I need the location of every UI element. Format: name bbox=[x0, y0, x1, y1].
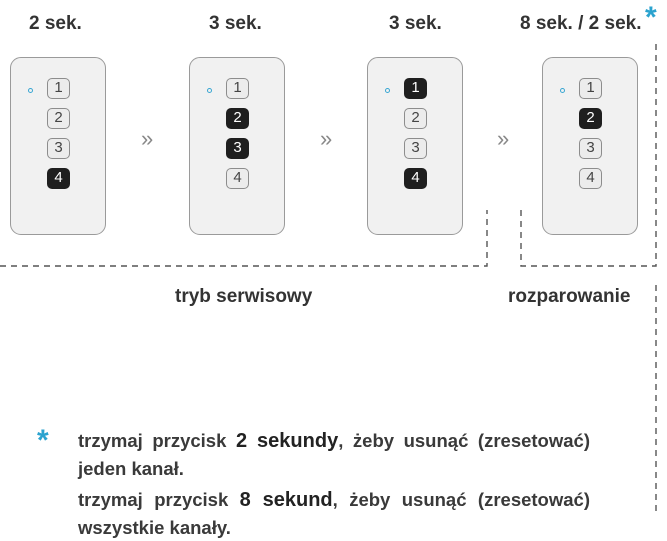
note-all-channels: trzymaj przycisk 8 sekund, żeby usunąć (… bbox=[78, 486, 590, 541]
service-mode-bracket bbox=[0, 210, 488, 267]
step-4-duration: 8 sek. / 2 sek. bbox=[520, 13, 642, 34]
remote-button-4: 4 bbox=[226, 168, 249, 189]
step-3-duration: 3 sek. bbox=[389, 13, 442, 34]
dashed-bracket-lines bbox=[0, 40, 657, 515]
remote-step-2: 1 2 3 4 bbox=[189, 57, 285, 235]
note-asterisk-icon: * bbox=[37, 424, 49, 457]
note-2-text-before: trzymaj przycisk bbox=[78, 489, 240, 510]
remote-button-4: 4 bbox=[404, 168, 427, 189]
remote-step-4: 1 2 3 4 bbox=[542, 57, 638, 235]
remote-button-1: 1 bbox=[404, 78, 427, 99]
step-1-duration: 2 sek. bbox=[29, 13, 82, 34]
note-1-text-before: trzymaj przycisk bbox=[78, 430, 236, 451]
led-indicator-icon bbox=[560, 88, 565, 93]
remote-button-4: 4 bbox=[47, 168, 70, 189]
footnote-asterisk-marker: * bbox=[645, 1, 657, 34]
remote-button-2: 2 bbox=[579, 108, 602, 129]
remote-step-3: 1 2 3 4 bbox=[367, 57, 463, 235]
led-indicator-icon bbox=[28, 88, 33, 93]
remote-button-4: 4 bbox=[579, 168, 602, 189]
unpairing-bracket bbox=[520, 40, 657, 267]
note-2-duration: 8 sekund bbox=[239, 489, 333, 511]
next-step-arrow-icon: » bbox=[497, 126, 510, 151]
unpairing-label: rozparowanie bbox=[508, 286, 631, 307]
note-1-text-after: , żeby usunąć (zresetować) jeden kanał. bbox=[78, 430, 590, 479]
remote-button-2: 2 bbox=[47, 108, 70, 129]
remote-button-1: 1 bbox=[47, 78, 70, 99]
remote-button-3: 3 bbox=[404, 138, 427, 159]
remote-button-2: 2 bbox=[226, 108, 249, 129]
note-1-duration: 2 sekundy bbox=[235, 430, 339, 452]
remote-button-1: 1 bbox=[226, 78, 249, 99]
note-single-channel: trzymaj przycisk 2 sekundy, żeby usunąć … bbox=[78, 427, 590, 482]
step-2-duration: 3 sek. bbox=[209, 13, 262, 34]
remote-button-2: 2 bbox=[404, 108, 427, 129]
remote-button-3: 3 bbox=[226, 138, 249, 159]
led-indicator-icon bbox=[385, 88, 390, 93]
remote-button-3: 3 bbox=[579, 138, 602, 159]
next-step-arrow-icon: » bbox=[320, 126, 333, 151]
remote-button-3: 3 bbox=[47, 138, 70, 159]
led-indicator-icon bbox=[207, 88, 212, 93]
remote-button-1: 1 bbox=[579, 78, 602, 99]
service-mode-label: tryb serwisowy bbox=[175, 286, 313, 307]
next-step-arrow-icon: » bbox=[141, 126, 154, 151]
remote-step-1: 1 2 3 4 bbox=[10, 57, 106, 235]
